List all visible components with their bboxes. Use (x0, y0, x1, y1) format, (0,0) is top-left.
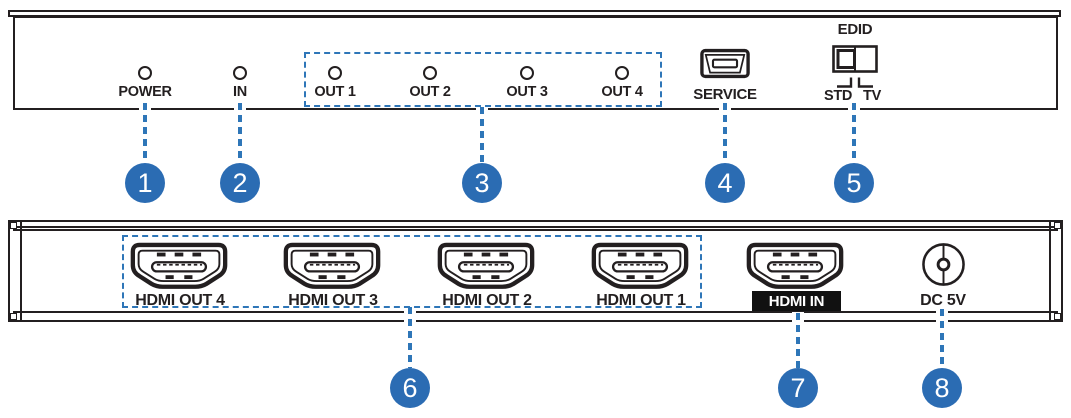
callout-7-leader-line (796, 313, 800, 368)
edid-switch-title: EDID (837, 21, 873, 38)
out3-led-icon (520, 66, 534, 80)
rear-panel-corner-tab (1054, 222, 1061, 229)
edid-std-label: STD (823, 88, 853, 104)
rear-panel-left-seam (20, 222, 22, 320)
hdmi-out-1-label: HDMI OUT 1 (596, 292, 686, 309)
input-led-icon (233, 66, 247, 80)
edid-tv-label: TV (863, 88, 881, 104)
out1-led-label: OUT 1 (314, 84, 356, 100)
dc-power-label: DC 5V (920, 292, 966, 309)
out2-led-icon (423, 66, 437, 80)
service-port-label: SERVICE (693, 86, 757, 103)
callout-8-badge: 8 (922, 368, 962, 408)
front-panel-face (13, 16, 1058, 110)
callout-2-leader-line (238, 103, 242, 163)
callout-1-badge: 1 (125, 163, 165, 203)
out1-led-icon (328, 66, 342, 80)
out2-led-label: OUT 2 (409, 84, 451, 100)
hdmi-outputs-group-box (122, 235, 702, 308)
callout-4-leader-line (723, 103, 727, 163)
out4-led-icon (615, 66, 629, 80)
callout-5-badge: 5 (834, 163, 874, 203)
power-led-icon (138, 66, 152, 80)
service-usb-port-icon (700, 48, 750, 79)
callout-4-badge: 4 (705, 163, 745, 203)
callout-6-leader-line (408, 307, 412, 368)
hdmi-out-2-label: HDMI OUT 2 (442, 292, 532, 309)
hdmi-out-3-label: HDMI OUT 3 (288, 292, 378, 309)
hdmi-out-3-port-icon (283, 242, 381, 289)
hdmi-in-port-icon (746, 242, 844, 289)
out3-led-label: OUT 3 (506, 84, 548, 100)
callout-6-badge: 6 (390, 368, 430, 408)
callout-5-leader-line (852, 103, 856, 163)
hdmi-out-4-port-icon (130, 242, 228, 289)
edid-position-brackets-icon (837, 77, 873, 88)
dc-power-jack-icon (922, 243, 965, 286)
rear-panel-corner-tab (10, 222, 17, 229)
input-led-label: IN (233, 84, 247, 100)
hdmi-out-2-port-icon (437, 242, 535, 289)
callout-2-badge: 2 (220, 163, 260, 203)
edid-slide-switch-icon (832, 45, 878, 73)
rear-panel-bottom-seam (13, 311, 1058, 313)
hdmi-out-4-label: HDMI OUT 4 (135, 292, 225, 309)
callout-3-leader-line (480, 107, 484, 163)
callout-8-leader-line (940, 309, 944, 368)
output-leds-group-box (304, 52, 662, 107)
rear-panel-top-seam (13, 226, 1058, 231)
callout-3-badge: 3 (462, 163, 502, 203)
out4-led-label: OUT 4 (601, 84, 643, 100)
rear-panel-right-seam (1049, 222, 1051, 320)
rear-panel-corner-tab (1054, 313, 1061, 320)
rear-panel-corner-tab (10, 313, 17, 320)
hdmi-out-1-port-icon (591, 242, 689, 289)
callout-7-badge: 7 (778, 368, 818, 408)
power-led-label: POWER (118, 84, 172, 100)
callout-1-leader-line (143, 103, 147, 163)
hdmi-in-label: HDMI IN (752, 291, 841, 311)
